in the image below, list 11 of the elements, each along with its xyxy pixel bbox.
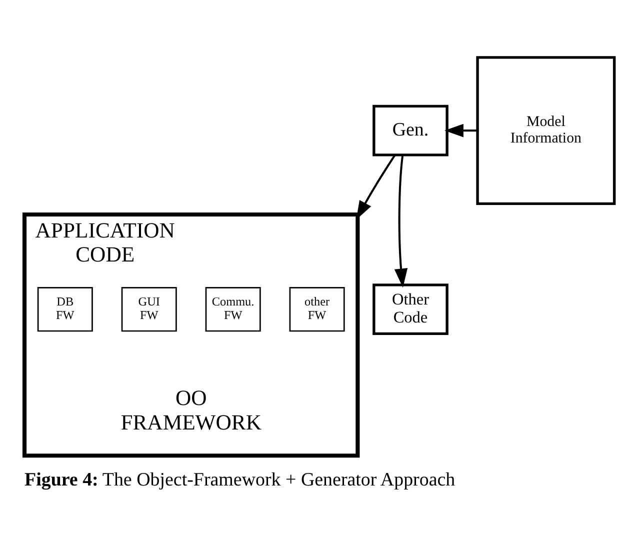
node-box: other FW	[289, 286, 345, 332]
node-box: Commu. FW	[205, 286, 261, 332]
node-box: DB FW	[37, 286, 93, 332]
arrow	[356, 154, 396, 220]
arrow	[394, 154, 408, 288]
arrow	[444, 123, 478, 137]
node-box: Gen.	[372, 104, 448, 156]
node-box: Model Information	[476, 56, 616, 205]
node-box: GUI FW	[121, 286, 177, 332]
caption: Figure 4: The Object-Framework + Generator Approach	[24, 469, 456, 490]
node-box: Other Code	[372, 283, 448, 335]
